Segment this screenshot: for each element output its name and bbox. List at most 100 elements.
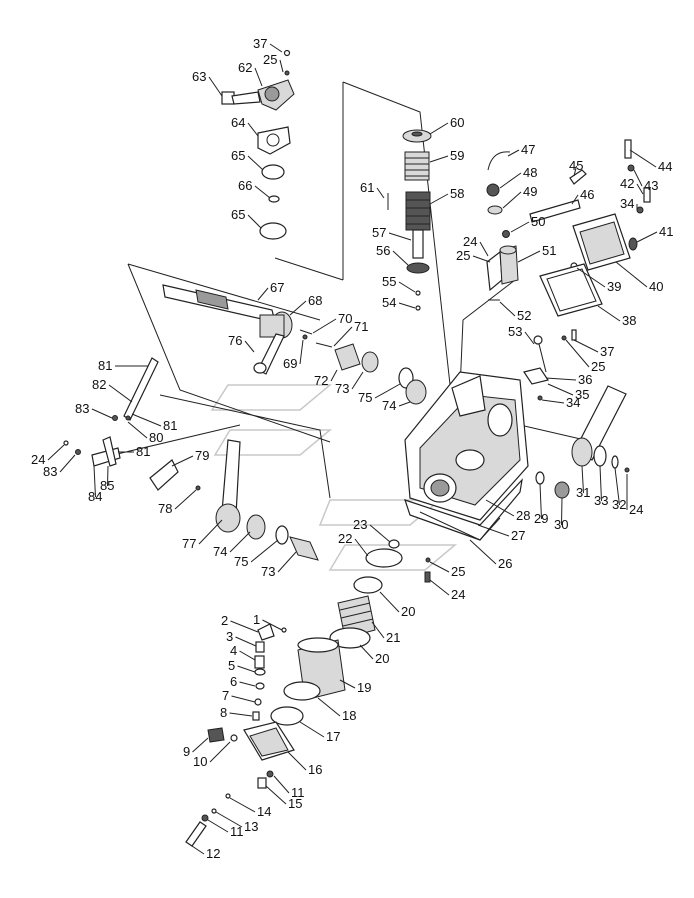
ring-29 (535, 471, 545, 485)
leader-35 (547, 383, 574, 396)
leader-68 (289, 300, 307, 316)
leader-25b (472, 255, 491, 263)
ring-75b (275, 525, 289, 545)
leader-61 (376, 187, 385, 199)
callout-63: 63 (192, 69, 206, 84)
oring-18 (283, 681, 321, 701)
bush-74a (405, 379, 427, 405)
leader-36 (545, 377, 577, 381)
leader-52 (499, 301, 516, 317)
bush-74b (246, 514, 266, 540)
callout-39: 39 (607, 279, 621, 294)
leader-33 (599, 465, 602, 502)
callout-29: 29 (534, 511, 548, 526)
callout-59: 59 (450, 148, 464, 163)
callout-53: 53 (508, 324, 522, 339)
callout-28: 28 (516, 508, 530, 523)
callout-14: 14 (257, 804, 271, 819)
leader-38 (597, 305, 621, 322)
callout-54: 54 (382, 295, 396, 310)
leader-5 (237, 665, 256, 673)
bolt-37b (571, 329, 577, 341)
callout-20b: 20 (375, 651, 389, 666)
washer-11a (266, 770, 274, 778)
pin-70 (299, 329, 313, 335)
main-housing (404, 371, 529, 541)
callout-1: 1 (253, 612, 260, 627)
bolt-12 (185, 821, 207, 847)
callout-36: 36 (578, 372, 592, 387)
callout-25b: 25 (456, 248, 470, 263)
callout-73a: 73 (335, 381, 349, 396)
leader-23 (369, 524, 391, 543)
callout-38: 38 (622, 313, 636, 328)
gasket-64 (257, 126, 291, 155)
callout-12: 12 (206, 846, 220, 861)
leader-19 (339, 679, 356, 689)
callout-69: 69 (283, 356, 297, 371)
callout-15: 15 (288, 796, 302, 811)
callout-83a: 83 (75, 401, 89, 416)
leader-15 (265, 785, 287, 805)
nut-30 (554, 481, 570, 499)
callout-68: 68 (308, 293, 322, 308)
leader-47 (507, 149, 520, 157)
callout-45: 45 (569, 158, 583, 173)
leader-7 (231, 695, 256, 703)
callout-61: 61 (360, 180, 374, 195)
callout-33: 33 (594, 493, 608, 508)
callout-52: 52 (517, 308, 531, 323)
callout-37b: 37 (600, 344, 614, 359)
clip-45 (569, 169, 587, 185)
leader-83a (91, 408, 113, 419)
left-lever-parts (63, 357, 319, 561)
callout-48: 48 (523, 165, 537, 180)
leader-53 (524, 331, 535, 345)
leader-14 (229, 797, 256, 813)
callout-80: 80 (149, 430, 163, 445)
callout-23: 23 (353, 517, 367, 532)
leader-76 (244, 340, 255, 353)
pin-24c (624, 467, 630, 473)
leader-37b (573, 339, 599, 353)
pin-14 (225, 793, 231, 799)
callout-58: 58 (450, 186, 464, 201)
nut-48 (486, 183, 500, 197)
oring-17 (270, 706, 304, 726)
leader-82 (108, 384, 133, 403)
leader-28 (485, 499, 515, 517)
leader-70 (312, 318, 337, 334)
oring-65b (259, 222, 287, 240)
callout-35: 35 (575, 387, 589, 402)
cap-9 (207, 727, 225, 743)
leader-60 (429, 122, 449, 135)
link-36 (523, 367, 549, 385)
leader-16 (287, 751, 307, 771)
callout-16: 16 (308, 762, 322, 777)
spring-59 (404, 151, 430, 181)
leader-46 (571, 194, 579, 205)
callout-74b: 74 (213, 544, 227, 559)
callout-25d: 25 (451, 564, 465, 579)
leader-25a (279, 59, 284, 73)
washer-33 (593, 445, 607, 467)
leader-24d (429, 579, 450, 596)
leader-25d (429, 561, 450, 573)
leader-81b (131, 413, 162, 427)
callout-84: 84 (88, 489, 102, 504)
knob-2 (257, 623, 275, 641)
leader-20a (379, 591, 400, 613)
callout-32: 32 (612, 497, 626, 512)
leader-11b (207, 819, 229, 833)
nut-3 (255, 641, 265, 653)
oring-20a (353, 576, 383, 594)
leader-65a (247, 155, 264, 171)
callout-51: 51 (542, 243, 556, 258)
rod-53 (537, 339, 547, 373)
callout-41: 41 (659, 224, 673, 239)
oring-65a (261, 164, 285, 180)
callout-81c: 81 (136, 444, 150, 459)
callout-60: 60 (450, 115, 464, 130)
leader-85 (107, 465, 109, 487)
callout-13: 13 (244, 819, 258, 834)
